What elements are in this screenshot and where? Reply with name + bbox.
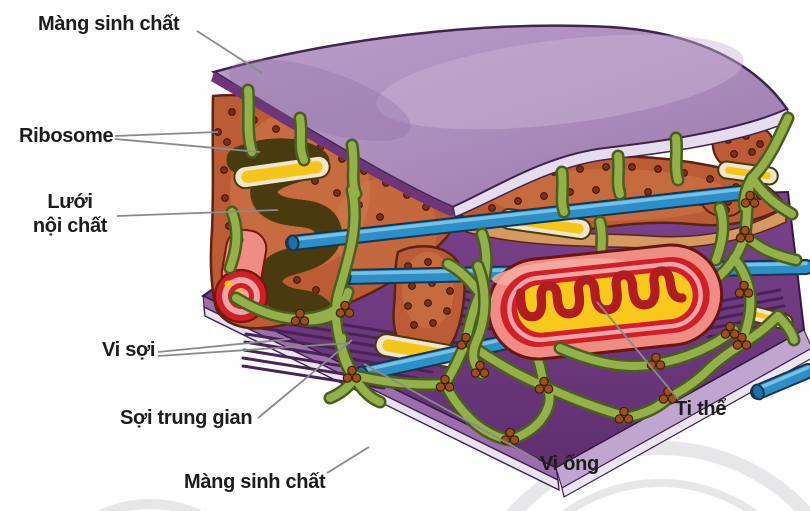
label-mitochondrion: Ti thể [675,398,727,420]
label-plasma-membrane-top: Màng sinh chất [38,13,180,35]
label-microfilament: Vi sợi [102,339,156,361]
mitochondrion-illustration [486,243,724,361]
watermark-arcs [97,441,810,511]
cytoskeleton-junction-granules [290,190,760,445]
leader-lines [114,30,679,474]
cytoskeleton-front-strands [466,259,741,381]
label-microtubule: Vi ống [540,453,599,475]
plasma-membrane-top-illustration [210,24,791,219]
label-plasma-membrane-bottom: Màng sinh chất [184,471,326,493]
label-endoplasmic-reticulum: Lưới nội chất [32,191,108,237]
label-ribosome: Ribosome [19,125,114,147]
label-intermediate-filament: Sợi trung gian [120,407,253,429]
